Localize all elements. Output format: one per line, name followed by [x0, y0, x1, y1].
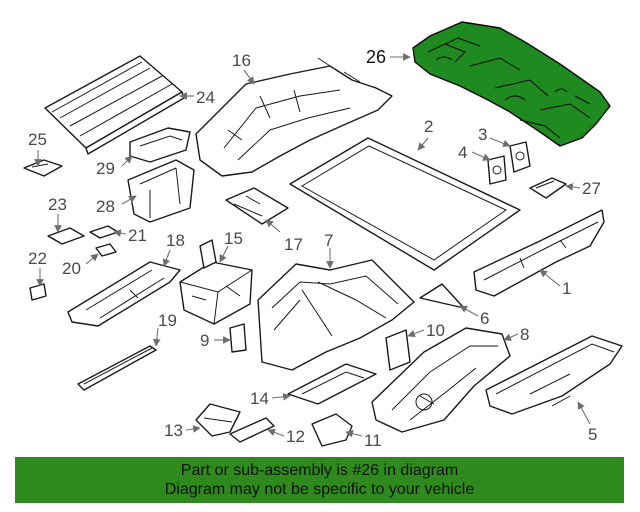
callout-7: 7	[324, 231, 333, 250]
part-24[interactable]	[44, 55, 185, 155]
info-banner: Part or sub-assembly is #26 in diagram D…	[15, 457, 624, 503]
callout-25: 25	[28, 130, 47, 149]
callout-20: 20	[62, 259, 81, 278]
part-25[interactable]	[23, 159, 63, 177]
callout-29: 29	[96, 159, 115, 178]
callout-28: 28	[96, 197, 115, 216]
part-23[interactable]	[47, 227, 85, 245]
callout-10: 10	[426, 321, 445, 340]
part-20[interactable]	[95, 243, 117, 257]
callout-18: 18	[166, 231, 185, 250]
callout-11: 11	[364, 431, 382, 450]
callout-12: 12	[286, 427, 305, 446]
callout-8: 8	[520, 325, 529, 344]
callout-1: 1	[562, 279, 571, 298]
leader-lines	[34, 53, 591, 438]
callout-21: 21	[128, 226, 147, 245]
part-1[interactable]	[473, 209, 605, 297]
part-17[interactable]	[225, 187, 289, 225]
part-6[interactable]	[419, 283, 465, 309]
part-21[interactable]	[89, 225, 119, 239]
callout-26: 26	[366, 47, 386, 67]
part-15[interactable]	[179, 239, 253, 325]
callout-22: 22	[28, 249, 47, 268]
callout-16: 16	[232, 51, 251, 70]
part-28[interactable]	[127, 159, 195, 223]
part-8[interactable]	[371, 327, 511, 433]
part-29[interactable]	[129, 127, 191, 163]
part-12[interactable]	[229, 417, 275, 443]
callout-2: 2	[424, 117, 433, 136]
exploded-parts-diagram: 26 24 25 29 28 16 2 3 4 27 17 23 21 20 2…	[23, 21, 623, 450]
callout-24: 24	[196, 88, 215, 107]
callout-3: 3	[478, 125, 487, 144]
callout-23: 23	[48, 195, 67, 214]
part-3[interactable]	[509, 141, 531, 173]
part-18[interactable]	[67, 261, 181, 327]
part-19[interactable]	[77, 345, 157, 391]
callout-5: 5	[588, 425, 597, 444]
callout-17: 17	[284, 235, 303, 254]
callout-6: 6	[480, 309, 489, 328]
part-26-highlighted[interactable]	[412, 21, 611, 147]
callout-15: 15	[224, 229, 243, 248]
part-5[interactable]	[485, 335, 623, 415]
callout-27: 27	[582, 179, 601, 198]
part-2[interactable]	[289, 137, 521, 271]
callout-13: 13	[164, 421, 183, 440]
part-7[interactable]	[257, 259, 415, 371]
banner-line-1: Part or sub-assembly is #26 in diagram	[180, 462, 459, 479]
part-22[interactable]	[29, 283, 47, 301]
part-9[interactable]	[229, 323, 247, 353]
part-13[interactable]	[195, 403, 241, 437]
banner-line-2: Diagram may not be specific to your vehi…	[164, 481, 475, 498]
callout-4: 4	[458, 143, 467, 162]
callout-labels: 26 24 25 29 28 16 2 3 4 27 17 23 21 20 2…	[28, 47, 601, 450]
part-4[interactable]	[487, 155, 507, 185]
callout-14: 14	[250, 389, 269, 408]
callout-9: 9	[200, 331, 209, 350]
part-11[interactable]	[311, 413, 353, 447]
part-27[interactable]	[529, 177, 567, 199]
callout-19: 19	[158, 311, 177, 330]
part-10[interactable]	[385, 329, 411, 371]
part-16[interactable]	[195, 57, 393, 177]
part-14[interactable]	[287, 363, 377, 405]
